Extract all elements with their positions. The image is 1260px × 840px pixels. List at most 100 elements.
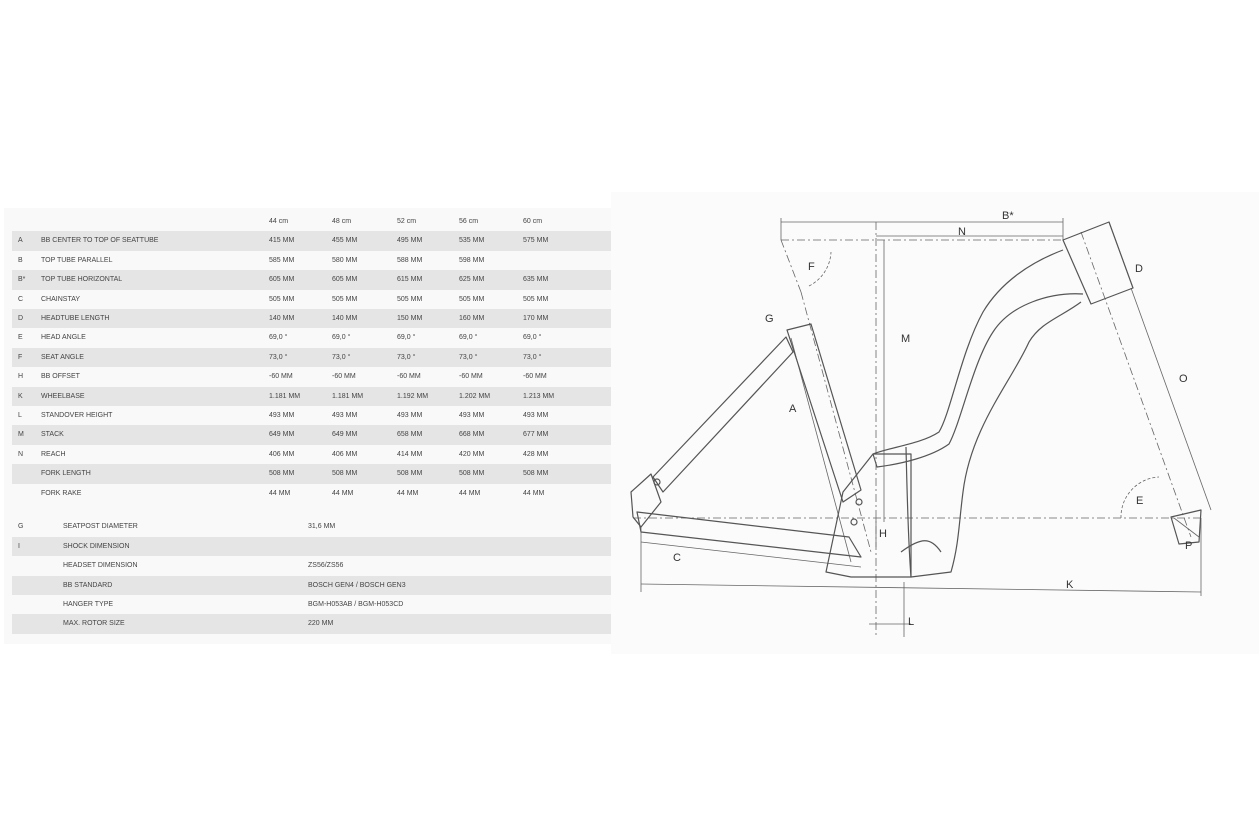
seat-tube [786,323,862,503]
size-header: 44 cm [269,218,289,225]
row-value: 580 MM [332,256,358,264]
geometry-row: B* TOP TUBE HORIZONTAL 605 MM 605 MM 615 MM 6… [12,270,612,290]
row-value: 649 MM [269,431,295,439]
row-code: K [18,392,23,400]
row-value: 1.202 MM [459,392,491,400]
row-value: 140 MM [332,315,358,322]
dimension-c [640,541,862,568]
row-name: TOP TUBE PARALLEL [41,256,113,264]
row-name: HEADTUBE LENGTH [41,315,110,322]
dimension-label: B* [1002,210,1014,222]
size-header: 56 cm [459,218,479,225]
fork-dropout [1170,509,1202,545]
row-value: 44 MM [459,489,481,497]
row-value: 508 MM [332,470,358,478]
dimension-label: F [808,261,815,273]
row-name: CHAINSTAY [41,295,81,303]
row-value: 588 MM [397,256,423,264]
dimension-label: L [908,616,914,628]
row-code: L [18,412,22,419]
row-value: 44 MM [332,489,354,497]
row-value: 625 MM [459,276,485,284]
row-value: 420 MM [459,450,485,458]
row-value: 406 MM [332,450,358,458]
row-value: 575 MM [523,237,549,245]
row-value: 505 MM [523,295,549,303]
spec-value: ZS56/ZS56 [308,562,344,570]
row-value: 493 MM [523,412,549,419]
row-name: STACK [41,431,64,439]
row-value: 73,0 ° [397,353,416,361]
row-value: 69,0 ° [523,334,542,342]
row-code: B [18,256,23,264]
row-value: -60 MM [332,373,356,381]
row-value: 493 MM [269,412,295,419]
dimension-label: E [1136,495,1143,507]
row-value: 69,0 ° [397,334,416,342]
row-value: 605 MM [332,276,358,284]
row-value: 1.181 MM [332,392,364,400]
row-name: HEAD ANGLE [41,334,86,342]
dimension-a [790,337,852,563]
dimension-label: D [1135,263,1143,275]
spec-name: MAX. ROTOR SIZE [63,620,125,628]
row-value: 69,0 ° [332,334,351,342]
spec-code: I [18,542,20,550]
row-name: TOP TUBE HORIZONTAL [41,276,123,284]
spec-name: SHOCK DIMENSION [63,542,130,550]
row-name: SEAT ANGLE [41,353,84,361]
pivot-main [855,498,863,506]
dimension-label: G [765,313,774,325]
row-value: -60 MM [397,373,421,381]
size-header: 52 cm [397,218,417,225]
row-value: 44 MM [269,489,291,497]
spec-name: HANGER TYPE [63,601,114,608]
row-value: 44 MM [523,489,545,497]
row-code: E [18,334,23,342]
dimension-label: P [1185,540,1192,552]
chainstay [636,511,862,558]
row-value: 414 MM [397,450,423,458]
row-value: 69,0 ° [269,334,288,342]
row-value: 508 MM [523,470,549,478]
row-value: 150 MM [397,315,423,322]
pivot-rear [653,478,661,486]
row-value: 615 MM [397,276,423,284]
spec-name: BB STANDARD [63,581,113,589]
seat-angle-arc [808,251,832,287]
top-tube [872,249,1084,468]
row-code: B* [18,276,26,284]
spec-value: BGM-H053AB / BGM-H053CD [308,601,404,608]
row-value: 508 MM [459,470,485,478]
size-header: 60 cm [523,218,543,225]
row-name: BB CENTER TO TOP OF SEATTUBE [41,237,159,245]
row-code: D [18,315,24,322]
row-value: 508 MM [397,470,423,478]
row-code: F [18,353,23,361]
row-name: FORK RAKE [41,489,82,497]
row-name: STANDOVER HEIGHT [41,412,113,419]
row-value: 493 MM [459,412,485,419]
row-value: 635 MM [523,276,549,284]
motor-housing [825,453,912,578]
row-value: 605 MM [269,276,295,284]
row-value: 73,0 ° [523,353,542,361]
row-value: 170 MM [523,315,549,322]
row-value: -60 MM [523,373,547,381]
row-value: 505 MM [397,295,423,303]
row-code: H [18,373,24,381]
pivot-lower [850,518,858,526]
seat-stay [652,336,794,493]
